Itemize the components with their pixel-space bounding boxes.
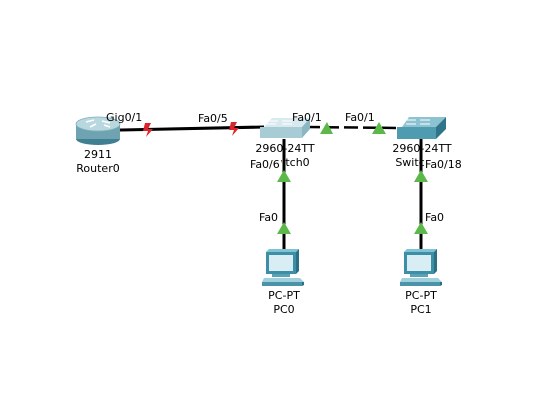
router-icon [75, 116, 121, 145]
link-router-switch0[interactable] [119, 125, 265, 132]
pc0-icon [262, 249, 304, 286]
pc1-name-label: PC1 [410, 303, 431, 316]
port-label-switch1-access-backing [424, 158, 464, 171]
link-up-marker-pc0 [277, 222, 291, 234]
pc1-device[interactable] [400, 249, 442, 286]
link-switch0-switch1[interactable] [305, 125, 401, 130]
switch0-icon [260, 118, 310, 138]
port-label-switch0-access-backing [249, 158, 281, 171]
switch0-model-label: 2960-24TT [255, 142, 314, 155]
switch1-model-label: 2960-24TT [392, 142, 451, 155]
link-up-marker-switch1-trunk [372, 122, 386, 134]
port-label-pc0-nic: Fa0 [259, 211, 278, 224]
switch0-device[interactable] [260, 118, 310, 138]
link-down-marker-switch-side [229, 122, 239, 136]
router-name-label: Router0 [76, 162, 119, 175]
pc0-name-label: PC0 [273, 303, 294, 316]
port-label-switch0-access-overlay: Fa0/6 [250, 158, 280, 171]
switch1-device[interactable] [397, 117, 446, 139]
link-up-marker-switch0-trunk [320, 122, 333, 134]
port-label-switch0-trunk: Fa0/1 [292, 111, 322, 124]
link-down-marker-router-side [143, 123, 153, 137]
port-label-switch1-trunk: Fa0/1 [345, 111, 375, 124]
switch1-icon [397, 117, 446, 139]
link-up-marker-pc1 [414, 222, 428, 234]
link-status-markers [143, 122, 428, 234]
link-up-marker-switch0-access [277, 170, 291, 182]
port-label-pc1-nic: Fa0 [425, 211, 444, 224]
router-model-label: 2911 [84, 148, 112, 161]
pc1-icon [400, 249, 442, 286]
port-label-router-gig: Gig0/1 [106, 111, 142, 124]
router-device[interactable] [75, 116, 121, 145]
pc0-device[interactable] [262, 249, 304, 286]
link-up-marker-switch1-access [414, 170, 428, 182]
pc0-model-label: PC-PT [268, 289, 300, 302]
port-label-switch0-uplink: Fa0/5 [198, 112, 228, 125]
pc1-model-label: PC-PT [405, 289, 437, 302]
port-label-switch1-access-overlay: Fa0/18 [425, 158, 462, 171]
